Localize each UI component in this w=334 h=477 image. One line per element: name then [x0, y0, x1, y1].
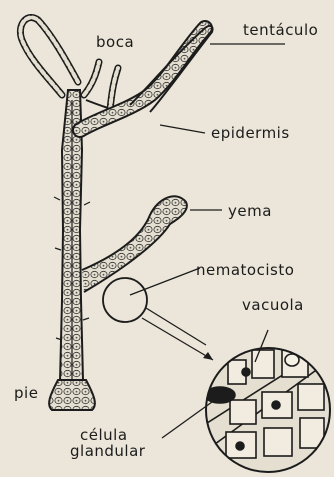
cell-detail-zoom	[196, 345, 330, 472]
leader-epidermis	[160, 125, 205, 133]
mouth	[86, 100, 108, 108]
nematocyst-highlight-circle	[103, 278, 147, 322]
hydra-body	[20, 17, 212, 410]
label-vacuola: vacuola	[242, 297, 304, 313]
label-tentaculo: tentáculo	[243, 22, 318, 38]
zoom-connector	[142, 308, 213, 360]
label-celula-line1: célula	[80, 427, 128, 443]
label-celula-line2: glandular	[70, 443, 145, 459]
foot	[49, 380, 95, 410]
leader-celula	[162, 402, 212, 438]
label-nematocisto: nematocisto	[196, 262, 294, 278]
bud	[82, 196, 187, 292]
label-epidermis: epidermis	[211, 125, 290, 141]
label-pie: pie	[14, 385, 38, 401]
label-yema: yema	[228, 203, 272, 219]
label-boca: boca	[96, 34, 134, 50]
zoom-arrowhead	[203, 352, 213, 360]
leader-nematocisto	[130, 268, 200, 295]
